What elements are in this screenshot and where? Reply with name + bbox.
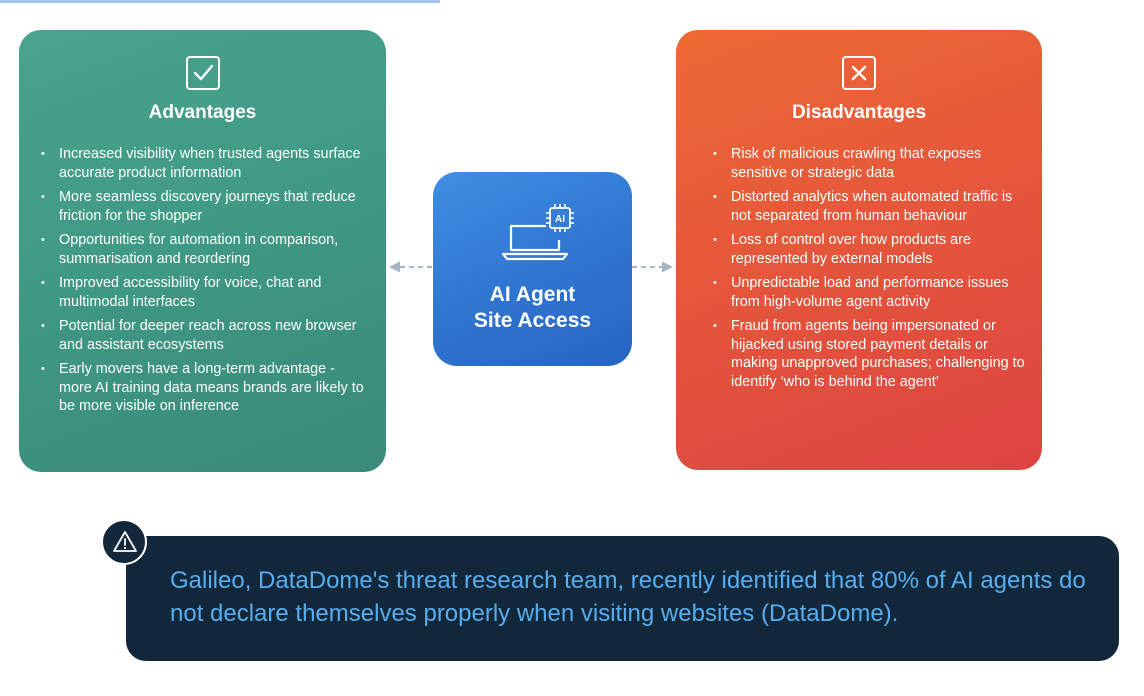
- warning-badge: [101, 519, 147, 565]
- chip-label: AI: [555, 214, 565, 225]
- disadvantage-item: Fraud from agents being impersonated or …: [713, 317, 1033, 391]
- callout-text: Galileo, DataDome's threat research team…: [170, 567, 1086, 627]
- disadvantages-title: Disadvantages: [791, 102, 927, 123]
- left-arrow: [389, 261, 434, 273]
- advantage-item: Early movers have a long-term advantage …: [41, 360, 371, 416]
- center-title-line2: Site Access: [473, 309, 592, 332]
- advantages-title: Advantages: [148, 102, 257, 123]
- disadvantage-item: Risk of malicious crawling that exposes …: [713, 145, 1033, 182]
- center-title: AI Agent Site Access: [433, 282, 632, 334]
- advantage-item: Potential for deeper reach across new br…: [41, 317, 371, 354]
- right-arrow: [632, 261, 673, 273]
- advantages-card: Advantages Increased visibility when tru…: [19, 30, 386, 472]
- advantage-item: Increased visibility when trusted agents…: [41, 145, 371, 182]
- disadvantage-item: Unpredictable load and performance issue…: [713, 274, 1033, 311]
- laptop-ai-chip-icon: AI: [501, 204, 574, 261]
- top-strip: [0, 0, 440, 3]
- advantage-item: More seamless discovery journeys that re…: [41, 188, 371, 225]
- advantage-item: Opportunities for automation in comparis…: [41, 231, 371, 268]
- callout-box: Galileo, DataDome's threat research team…: [126, 536, 1119, 661]
- disadvantages-list: Risk of malicious crawling that exposes …: [713, 145, 1033, 397]
- ai-agent-site-access-box: AI AI Agent Site Access: [433, 172, 632, 366]
- advantages-list: Increased visibility when trusted agents…: [41, 145, 371, 422]
- advantage-item: Improved accessibility for voice, chat a…: [41, 274, 371, 311]
- checkbox-icon: [185, 56, 220, 90]
- center-title-line1: AI Agent: [489, 283, 576, 306]
- warning-triangle-icon: [113, 531, 137, 552]
- x-box-icon: [842, 56, 876, 90]
- disadvantage-item: Distorted analytics when automated traff…: [713, 188, 1033, 225]
- disadvantage-item: Loss of control over how products are re…: [713, 231, 1033, 268]
- disadvantages-card: Disadvantages Risk of malicious crawling…: [676, 30, 1042, 470]
